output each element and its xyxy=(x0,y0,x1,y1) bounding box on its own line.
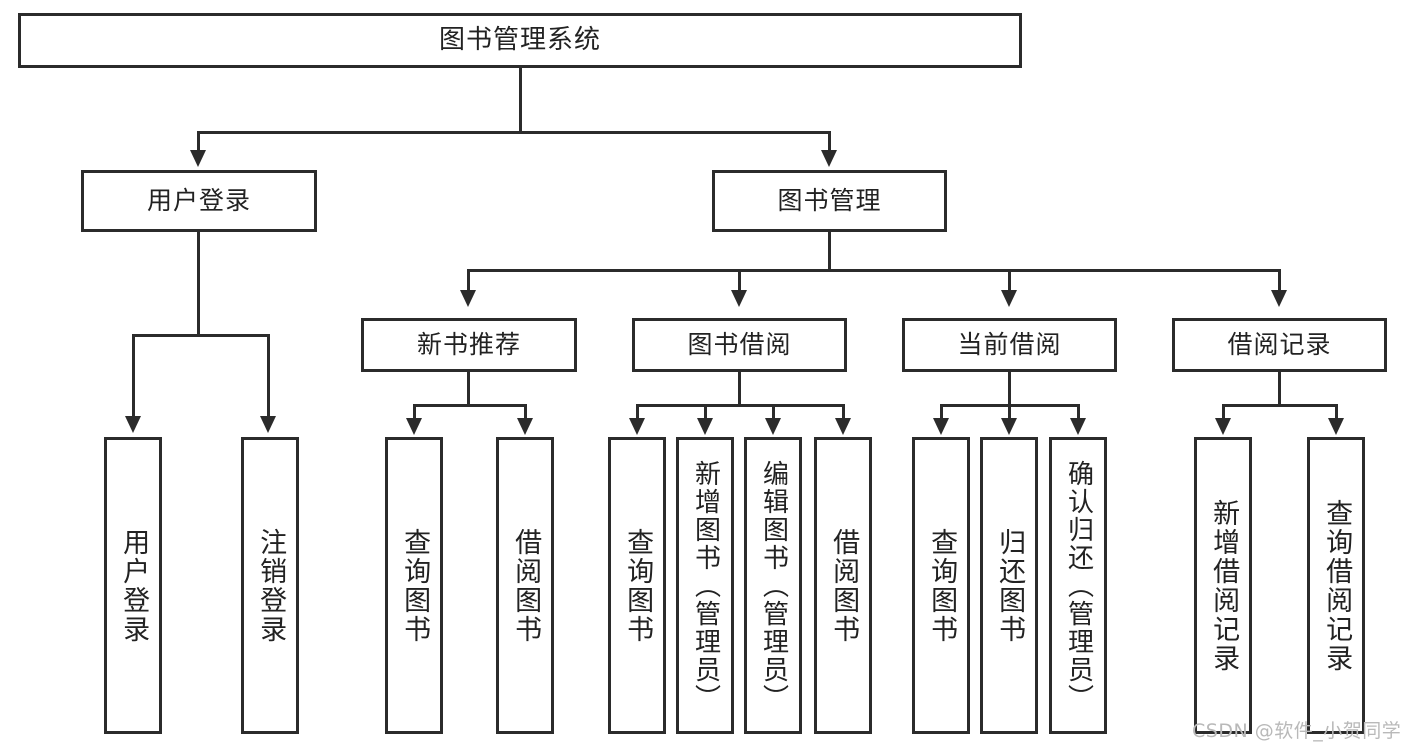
connector-current-borrow-stem xyxy=(1008,372,1011,406)
connector-root-to-book-manage xyxy=(828,131,831,152)
arrowhead-book-manage-to-child-2 xyxy=(731,290,747,307)
node-label: 注销登录 xyxy=(255,527,287,644)
connector-current-borrow-to-leaf-2 xyxy=(1008,404,1011,420)
node-leaf-edit-book[interactable]: 编辑图书（管理员） xyxy=(744,437,802,734)
connector-root-to-user-login xyxy=(197,131,200,152)
connector-new-book-recommend-bar xyxy=(413,404,527,407)
node-borrow-record[interactable]: 借阅记录 xyxy=(1172,318,1387,372)
connector-borrow-record-to-leaf-1 xyxy=(1222,404,1225,420)
node-leaf-logout[interactable]: 注销登录 xyxy=(241,437,299,734)
node-leaf-query-book-3[interactable]: 查询图书 xyxy=(912,437,970,734)
node-leaf-user-login[interactable]: 用户登录 xyxy=(104,437,162,734)
arrowhead-new-book-recommend-to-leaf-1 xyxy=(406,418,422,435)
node-label: 查询图书 xyxy=(926,527,958,644)
node-user-login[interactable]: 用户登录 xyxy=(81,170,317,232)
arrowhead-book-manage-to-child-1 xyxy=(460,290,476,307)
watermark-credit: CSDN @软件_小贺同学 xyxy=(1192,720,1402,742)
node-root-system[interactable]: 图书管理系统 xyxy=(18,13,1022,68)
connector-user-login-to-leaf-1 xyxy=(132,334,135,418)
node-book-borrow[interactable]: 图书借阅 xyxy=(632,318,847,372)
node-label: 用户登录 xyxy=(146,186,251,215)
connector-current-borrow-to-leaf-3 xyxy=(1077,404,1080,420)
connector-book-manage-to-child-1 xyxy=(467,269,470,292)
connector-book-borrow-stem xyxy=(738,372,741,406)
connector-book-borrow-to-leaf-3 xyxy=(772,404,775,420)
node-label: 查询借阅记录 xyxy=(1321,498,1353,673)
arrowhead-book-borrow-to-leaf-3 xyxy=(765,418,781,435)
connector-borrow-record-stem xyxy=(1278,372,1281,406)
node-label: 借阅记录 xyxy=(1227,330,1332,359)
connector-borrow-record-to-leaf-2 xyxy=(1335,404,1338,420)
node-label: 查询图书 xyxy=(399,527,431,644)
node-label: 用户登录 xyxy=(118,527,150,644)
connector-root-bar xyxy=(197,131,831,134)
arrowhead-book-borrow-to-leaf-4 xyxy=(835,418,851,435)
node-label: 确认归还（管理员） xyxy=(1063,459,1094,712)
connector-book-borrow-bar xyxy=(636,404,845,407)
arrowhead-book-manage-to-child-4 xyxy=(1271,290,1287,307)
node-leaf-return-book[interactable]: 归还图书 xyxy=(980,437,1038,734)
node-label: 图书借阅 xyxy=(687,330,792,359)
connector-user-login-to-leaf-2 xyxy=(267,334,270,418)
arrowhead-borrow-record-to-leaf-1 xyxy=(1215,418,1231,435)
node-leaf-borrow-book-2[interactable]: 借阅图书 xyxy=(814,437,872,734)
node-label: 借阅图书 xyxy=(510,527,542,644)
node-label: 新增图书（管理员） xyxy=(690,459,721,712)
node-label: 归还图书 xyxy=(994,527,1026,644)
connector-book-borrow-to-leaf-1 xyxy=(636,404,639,420)
arrowhead-borrow-record-to-leaf-2 xyxy=(1328,418,1344,435)
node-label: 新增借阅记录 xyxy=(1208,498,1240,673)
node-label: 查询图书 xyxy=(622,527,654,644)
connector-borrow-record-bar xyxy=(1222,404,1338,407)
connector-new-book-recommend-to-leaf-1 xyxy=(413,404,416,420)
connector-book-manage-to-child-4 xyxy=(1278,269,1281,292)
connector-book-manage-bar xyxy=(467,269,1281,272)
connector-current-borrow-to-leaf-1 xyxy=(940,404,943,420)
arrowhead-user-login-to-leaf-2 xyxy=(260,416,276,433)
connector-user-login-stem xyxy=(197,232,200,336)
arrowhead-current-borrow-to-leaf-3 xyxy=(1070,418,1086,435)
arrowhead-current-borrow-to-leaf-1 xyxy=(933,418,949,435)
arrowhead-root-to-book-manage xyxy=(821,150,837,167)
node-label: 编辑图书（管理员） xyxy=(758,459,789,712)
connector-book-borrow-to-leaf-2 xyxy=(704,404,707,420)
arrowhead-book-borrow-to-leaf-1 xyxy=(629,418,645,435)
node-label: 当前借阅 xyxy=(957,330,1062,359)
connector-book-manage-to-child-3 xyxy=(1008,269,1011,292)
node-leaf-add-record[interactable]: 新增借阅记录 xyxy=(1194,437,1252,734)
node-label: 图书管理 xyxy=(777,186,882,215)
node-current-borrow[interactable]: 当前借阅 xyxy=(902,318,1117,372)
arrowhead-root-to-user-login xyxy=(190,150,206,167)
node-leaf-query-book-1[interactable]: 查询图书 xyxy=(385,437,443,734)
connector-new-book-recommend-stem xyxy=(467,372,470,406)
connector-book-manage-to-child-2 xyxy=(738,269,741,292)
arrowhead-current-borrow-to-leaf-2 xyxy=(1001,418,1017,435)
connector-user-login-bar xyxy=(132,334,270,337)
node-leaf-confirm-return[interactable]: 确认归还（管理员） xyxy=(1049,437,1107,734)
node-label: 新书推荐 xyxy=(416,330,521,359)
node-leaf-query-record[interactable]: 查询借阅记录 xyxy=(1307,437,1365,734)
node-leaf-borrow-book-1[interactable]: 借阅图书 xyxy=(496,437,554,734)
node-book-manage[interactable]: 图书管理 xyxy=(712,170,947,232)
node-leaf-query-book-2[interactable]: 查询图书 xyxy=(608,437,666,734)
connector-book-manage-stem xyxy=(828,232,831,271)
arrowhead-book-borrow-to-leaf-2 xyxy=(697,418,713,435)
node-new-book-recommend[interactable]: 新书推荐 xyxy=(361,318,577,372)
connector-root-stem xyxy=(519,68,522,132)
node-label: 借阅图书 xyxy=(828,527,860,644)
connector-book-borrow-to-leaf-4 xyxy=(842,404,845,420)
node-leaf-add-book[interactable]: 新增图书（管理员） xyxy=(676,437,734,734)
arrowhead-user-login-to-leaf-1 xyxy=(125,416,141,433)
node-label: 图书管理系统 xyxy=(438,24,601,55)
arrowhead-new-book-recommend-to-leaf-2 xyxy=(517,418,533,435)
connector-new-book-recommend-to-leaf-2 xyxy=(524,404,527,420)
arrowhead-book-manage-to-child-3 xyxy=(1001,290,1017,307)
